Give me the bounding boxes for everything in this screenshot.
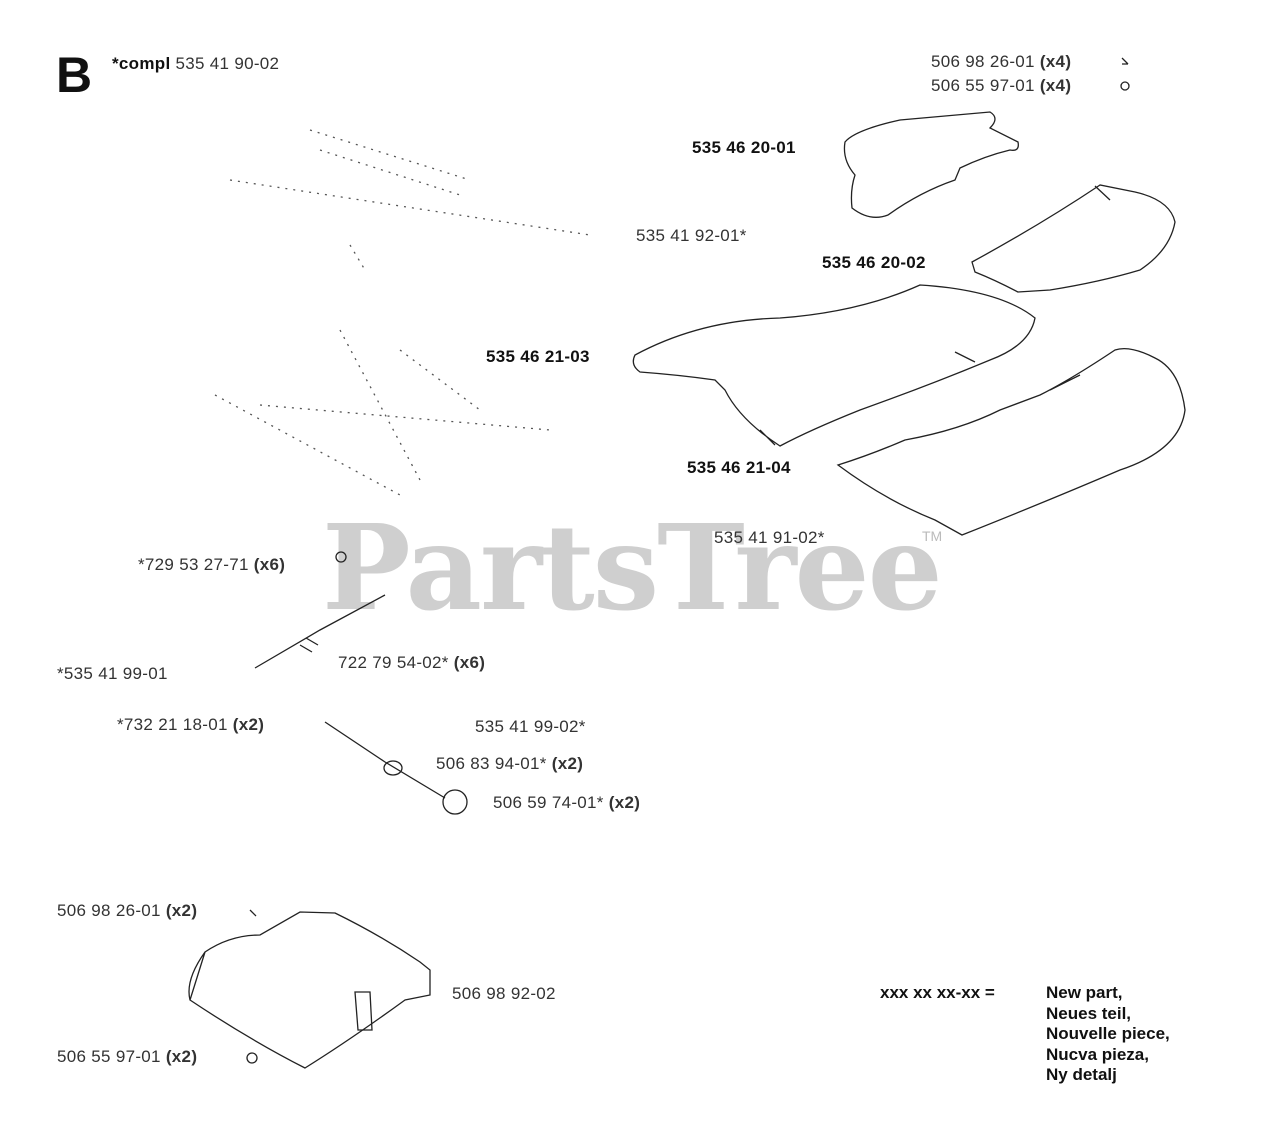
legend-line: Neues teil, — [1046, 1003, 1132, 1023]
washer-icon-bottom — [246, 1052, 258, 1064]
legend-key: xxx xx xx-xx = — [880, 983, 995, 1002]
legend-line: Ny detalj — [1046, 1065, 1117, 1084]
part-label-p16: 506 98 26-01 (x2) — [57, 901, 198, 920]
seat-cover-21-03 — [632, 284, 1036, 447]
part-label-p15: 506 59 74-01* (x2) — [493, 793, 641, 812]
seat-pad-20-02 — [971, 184, 1176, 293]
toolbox-latch — [354, 991, 373, 1031]
legend-line: Nucva pieza, — [1046, 1044, 1149, 1064]
watermark-logo: PartsTree — [322, 498, 943, 637]
part-label-p3: 535 46 20-01 — [692, 138, 796, 157]
screw-icon-top — [1121, 57, 1129, 65]
part-label-p9: *729 53 27-71 (x6) — [138, 555, 286, 574]
nut-icon — [335, 551, 347, 563]
part-label-p10: *535 41 99-01 — [57, 664, 168, 683]
toolbox-body — [188, 911, 431, 1069]
frame-ghost-lines — [214, 129, 591, 496]
grommet-icon — [383, 760, 403, 776]
part-label-p6: 535 46 21-03 — [486, 347, 590, 366]
part-label-p7: 535 46 21-04 — [687, 458, 791, 477]
part-label-p1: 506 98 26-01 (x4) — [931, 52, 1072, 71]
section-letter: B — [56, 47, 93, 103]
legend-line: New part, — [1046, 983, 1123, 1002]
part-label-p2: 506 55 97-01 (x4) — [931, 76, 1072, 95]
part-label-p4: 535 41 92-01* — [636, 226, 747, 245]
washer-icon-top — [1120, 81, 1130, 91]
legend-list: New part, Neues teil, Nouvelle piece, Nu… — [1046, 983, 1170, 1086]
seat-cover-21-04 — [836, 347, 1186, 536]
part-label-p13: 535 41 99-02* — [475, 717, 586, 736]
seat-pad-20-01 — [843, 111, 1019, 218]
part-label-p17: 506 98 92-02 — [452, 984, 556, 1003]
rod-thread — [299, 637, 319, 653]
part-label-p11: 722 79 54-02* (x6) — [338, 653, 486, 672]
assembly-number: 535 41 90-02 — [175, 54, 280, 73]
screw-icon-bottom — [249, 909, 257, 917]
assembly-label: *compl 535 41 90-02 — [112, 54, 279, 74]
part-label-p14: 506 83 94-01* (x2) — [436, 754, 584, 773]
cable-part — [324, 721, 446, 799]
knob-icon — [442, 789, 468, 815]
part-label-p18: 506 55 97-01 (x2) — [57, 1047, 198, 1066]
assembly-prefix: *compl — [112, 54, 171, 73]
part-label-p5: 535 46 20-02 — [822, 253, 926, 272]
watermark-tm: TM — [922, 528, 943, 544]
part-label-p12: *732 21 18-01 (x2) — [117, 715, 265, 734]
part-label-p8: 535 41 91-02* — [714, 528, 825, 547]
rod-part — [254, 594, 386, 669]
legend-line: Nouvelle piece, — [1046, 1024, 1170, 1043]
